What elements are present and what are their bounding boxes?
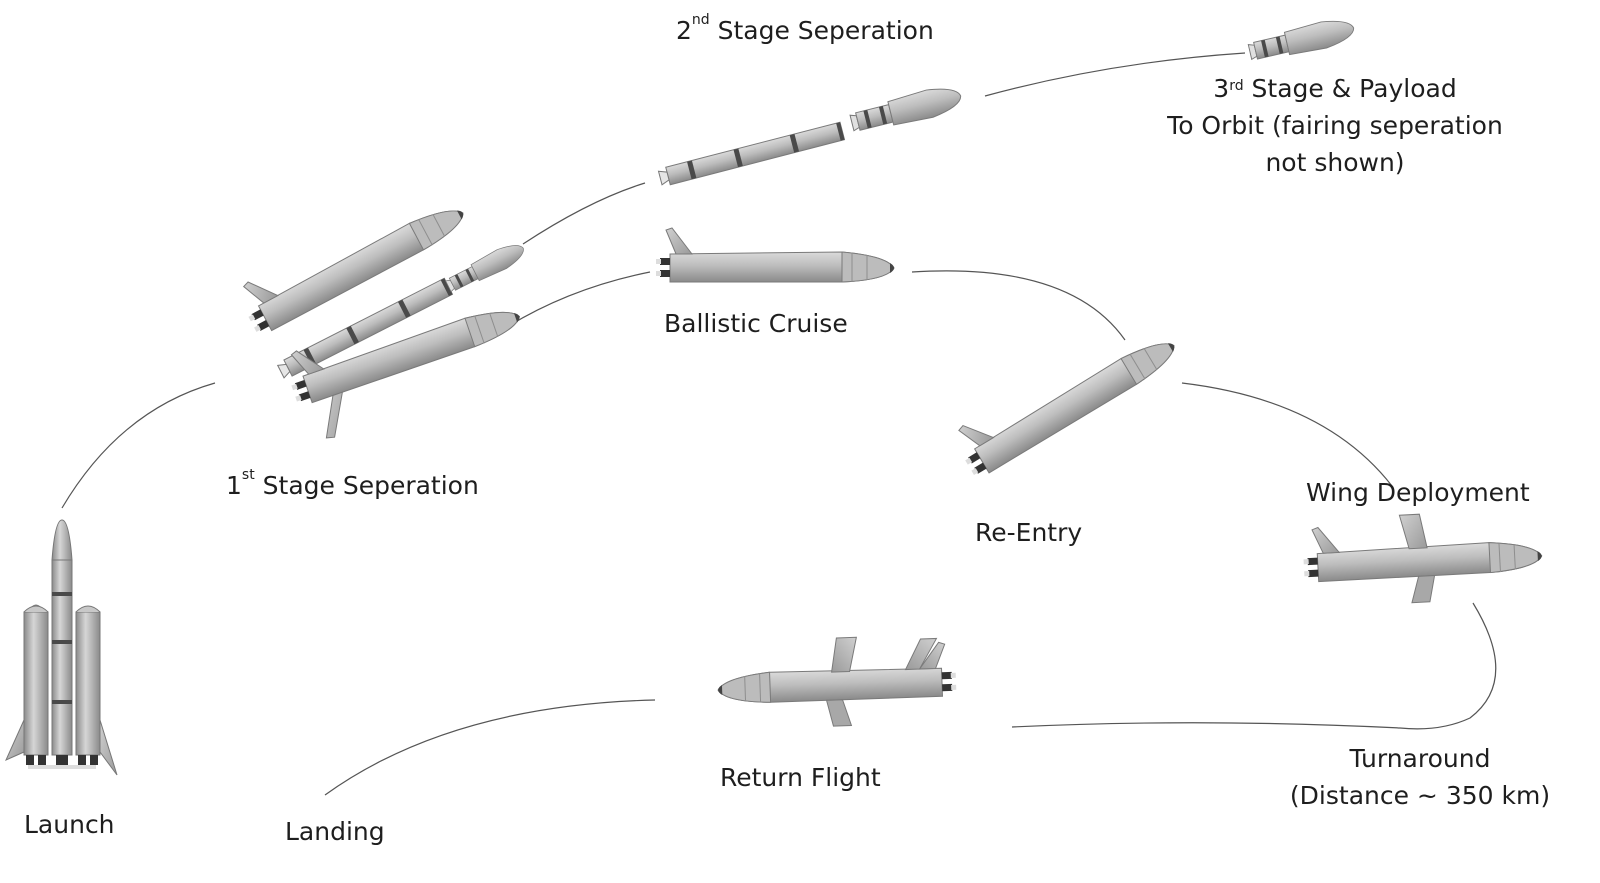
label-stage3-line2: To Orbit (fairing seperation [1167, 111, 1503, 140]
label-stage3-sup: rd [1229, 78, 1244, 94]
return-flight-vehicle [716, 634, 957, 730]
trajectory-stage1-to-cruise [489, 271, 651, 339]
label-landing: Landing [285, 813, 385, 851]
label-stage3-payload: 3rd Stage & Payload To Orbit (fairing se… [1140, 70, 1530, 181]
launch-vehicle [5, 519, 118, 776]
label-wing-text: Wing Deployment [1306, 478, 1530, 507]
trajectory-stage2-to-orbit [984, 52, 1246, 97]
label-ballistic-cruise: Ballistic Cruise [664, 305, 848, 343]
trajectory-stage1-to-stage2 [522, 182, 646, 245]
label-reentry: Re-Entry [975, 514, 1082, 552]
label-return-flight: Return Flight [720, 759, 881, 797]
label-stage2-separation: 2nd Stage Seperation [676, 12, 934, 50]
label-turnaround-line2: (Distance ~ 350 km) [1289, 781, 1551, 810]
label-landing-text: Landing [285, 817, 385, 846]
reentry-vehicle [948, 310, 1182, 481]
trajectory-reentry-to-wing [1181, 382, 1393, 487]
label-turnaround: Turnaround (Distance ~ 350 km) [1280, 740, 1560, 814]
label-return-text: Return Flight [720, 763, 881, 792]
label-stage3-line1: 3rd Stage & Payload [1140, 70, 1530, 107]
label-reentry-text: Re-Entry [975, 518, 1083, 547]
stage2-separation-vehicles [657, 81, 965, 188]
label-stage2-num: 2 [676, 16, 692, 45]
label-stage2-sup: nd [691, 12, 710, 28]
label-wing-deployment: Wing Deployment [1306, 474, 1530, 512]
label-stage3-line3: not shown) [1265, 148, 1405, 177]
trajectory-return-to-landing [324, 699, 656, 796]
label-stage1-sup: st [241, 467, 255, 483]
label-stage1-separation: 1st Stage Seperation [226, 467, 479, 505]
label-stage1-num: 1 [226, 471, 242, 500]
label-ballistic-text: Ballistic Cruise [664, 309, 848, 338]
trajectory-cruise-to-reentry [911, 270, 1126, 341]
label-stage2-rest: Stage Seperation [709, 16, 934, 45]
ballistic-cruise-vehicle [655, 227, 895, 283]
label-launch-text: Launch [24, 810, 115, 839]
stage1-separation-vehicles [233, 177, 529, 439]
label-stage3-rest: Stage & Payload [1243, 74, 1457, 103]
label-stage1-rest: Stage Seperation [254, 471, 479, 500]
trajectory-turnaround-loop [1011, 602, 1497, 730]
label-launch: Launch [24, 806, 115, 844]
wing-deployment-vehicle [1301, 508, 1543, 608]
label-turnaround-line1: Turnaround [1349, 744, 1491, 773]
label-stage3-num: 3 [1213, 74, 1230, 103]
stage3-payload-vehicle [1246, 14, 1358, 66]
trajectory-launch-to-stage1 [61, 382, 216, 509]
